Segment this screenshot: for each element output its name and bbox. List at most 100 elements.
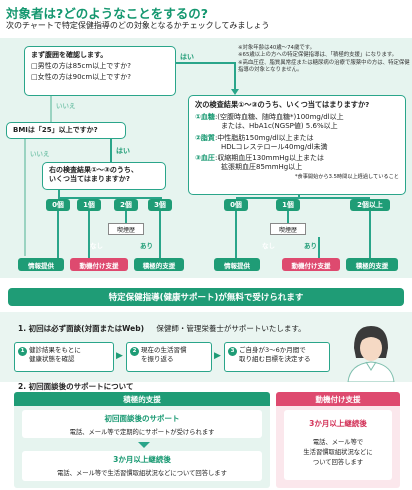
motivation-continuation-text3: ついて回答します xyxy=(312,459,364,466)
section1-heading: 1. 初回は必ず面談(対面またはWeb) 保健師・管理栄養士がサポートいたします… xyxy=(18,323,306,334)
yes-label-1: はい xyxy=(180,53,194,61)
step-2-icon: 2 xyxy=(130,347,139,356)
step-1-icon: 1 xyxy=(18,347,27,356)
ari-label-left: あり xyxy=(140,242,153,250)
criteria-lipid: ②脂質:中性脂肪150mg/dl以上または xyxy=(195,134,399,143)
step-checkup-line2: 健康状態を確認 xyxy=(29,354,75,363)
count-left-3: 3個 xyxy=(148,199,172,211)
line-to-info-left xyxy=(57,211,59,258)
question-tests-box: 次の検査結果①〜③のうち、いくつ当てはまりますか? ①血糖:(空腹時血糖、随時血… xyxy=(188,95,406,195)
question-count-box-left: 右の検査結果①〜③のうち、 いくつ当てはまりますか? xyxy=(42,162,166,190)
result-active-left: 積極的支援 xyxy=(134,258,184,271)
count-branch-line-left xyxy=(58,190,60,198)
count-right-2: 2個以上 xyxy=(350,199,390,211)
criteria-glucose: ①血糖:(空腹時血糖、随時血糖*)100mg/dl以上 xyxy=(195,113,399,122)
result-active-right: 積極的支援 xyxy=(346,258,398,271)
section2-heading: 2. 初回面談後のサポートについて xyxy=(18,382,134,391)
active-continuation-text: 電話、メール等で生活習慣取組状況などについて回答します xyxy=(57,470,227,477)
motivation-continuation-text2: 生活習慣取組状況などに xyxy=(303,449,373,456)
motivation-support-header: 動機付け支援 xyxy=(276,392,400,406)
step-lifestyle-line2: を振り返る xyxy=(141,354,174,363)
page-title: 対象者は?どのようなことをするの? xyxy=(6,6,209,21)
count-left-0: 0個 xyxy=(46,199,70,211)
criteria-glucose-label: ①血糖 xyxy=(195,113,215,122)
question-waist-box: まず腹囲を確認します。 □男性の方は85cm以上ですか? □女性の方は90cm以… xyxy=(24,46,176,96)
step-checkup-line1: 健診結果をもとに xyxy=(29,346,81,354)
no-connector-1 xyxy=(50,96,52,122)
step-lifestyle-line1: 現在の生活習慣 xyxy=(141,346,187,354)
notes-block: ※対象年齢は40歳〜74歳です。 ※65歳以上の方への特定保健指導は、「積極的支… xyxy=(238,45,410,74)
result-motivation-right: 動機付け支援 xyxy=(282,258,340,271)
note-over65: ※65歳以上の方への特定保健指導は、「積極的支援」になります。 xyxy=(238,52,398,59)
count-branch-bar-left xyxy=(58,197,162,199)
criteria-glucose-line1: :(空腹時血糖、随時血糖*)100mg/dl以上 xyxy=(214,113,344,122)
active-first-support-box: 初回面談後のサポート 電話、メール等で定期的にサポートが受けられます xyxy=(22,410,262,438)
step-checkup: 1 健診結果をもとに 健康状態を確認 xyxy=(14,342,114,372)
free-support-banner: 特定保健指導(健康サポート)が無料で受けられます xyxy=(8,288,404,306)
count-branch-bar-right xyxy=(236,197,370,199)
line-to-motivation-left xyxy=(88,211,90,258)
arrow-down-icon xyxy=(231,89,239,95)
motivation-support-header-text: 動機付け支援 xyxy=(315,394,361,404)
line-to-active-right xyxy=(369,211,371,258)
criteria-bp-line1: :収縮期血圧130mmHg以上または xyxy=(214,153,325,162)
yes-connector-2 xyxy=(110,139,112,162)
count-left-2: 2個 xyxy=(114,199,138,211)
nurse-illustration xyxy=(347,326,395,382)
result-motivation-left: 動機付け支援 xyxy=(70,258,128,271)
no-connector-2 xyxy=(24,139,26,256)
active-first-support-text: 電話、メール等で定期的にサポートが受けられます xyxy=(69,429,215,436)
active-support-header-text: 積極的支援 xyxy=(123,394,161,404)
nashi-label-left: なし xyxy=(90,242,103,250)
yes-connector-drop xyxy=(234,62,236,90)
section1-heading-main: 1. 初回は必ず面談(対面またはWeb) xyxy=(18,324,144,333)
count-branch-line-right xyxy=(298,195,300,198)
smoking-connector-left xyxy=(125,211,127,223)
criteria-footnote: *食事開始から3.5時間以上経過していること xyxy=(294,173,399,180)
count-right-0: 0個 xyxy=(224,199,248,211)
step-lifestyle: 2 現在の生活習慣 を振り返る xyxy=(126,342,212,372)
result-info-left: 情報提供 xyxy=(18,258,64,271)
chevron-right-icon: ▶ xyxy=(214,351,221,361)
question-waist-male: □男性の方は85cm以上ですか? xyxy=(31,62,131,71)
section1-heading-sub: 保健師・管理栄養士がサポートいたします。 xyxy=(156,324,306,333)
question-count-line2: いくつ当てはまりますか? xyxy=(49,175,130,184)
note-age: ※対象年齢は40歳〜74歳です。 xyxy=(238,45,315,51)
motivation-continuation-text1: 電話、メール等で xyxy=(312,439,364,446)
line-to-motivation-right xyxy=(318,237,320,258)
active-first-support-title: 初回面談後のサポート xyxy=(104,414,180,423)
arrow-down-icon xyxy=(138,442,150,448)
no-label-1: いいえ xyxy=(56,102,76,110)
page-subtitle: 次のチャートで特定保健指導のどの対象となるかチェックしてみましょう xyxy=(6,21,270,30)
motivation-continuation-box: 3か月以上継続後 電話、メール等で 生活習慣取組状況などに ついて回答します xyxy=(284,410,392,480)
active-continuation-box: 3か月以上継続後 電話、メール等で生活習慣取組状況などについて回答します xyxy=(22,451,262,481)
step-goal-line1: ご自身が3〜6か月間で xyxy=(239,346,306,354)
ari-label-right: あり xyxy=(304,242,317,250)
criteria-glucose-line2: または、HbA1c(NGSP値) 5.6%以上 xyxy=(221,122,338,131)
question-bmi-text: BMIは「25」以上ですか? xyxy=(13,126,98,134)
line-to-active-left xyxy=(159,211,161,258)
criteria-lipid-line1: :中性脂肪150mg/dl以上または xyxy=(214,133,314,142)
smoking-connector-right xyxy=(287,211,289,223)
motivation-continuation-title: 3か月以上継続後 xyxy=(309,419,367,428)
result-info-right: 情報提供 xyxy=(214,258,260,271)
question-bmi-box: BMIは「25」以上ですか? xyxy=(6,122,126,139)
criteria-bp-line2: 拡張期血圧85mmHg以上 xyxy=(221,162,303,171)
free-support-banner-text: 特定保健指導(健康サポート)が無料で受けられます xyxy=(108,293,304,303)
smoking-box-right: 喫煙歴 xyxy=(270,223,306,235)
nashi-label-right: なし xyxy=(262,242,275,250)
question-waist-female: □女性の方は90cm以上ですか? xyxy=(31,73,131,82)
count-left-1: 1個 xyxy=(77,199,101,211)
chevron-right-icon: ▶ xyxy=(116,351,123,361)
no-label-2: いいえ xyxy=(30,150,50,158)
criteria-lipid-label: ②脂質 xyxy=(195,133,215,142)
step-goal: 3 ご自身が3〜6か月間で 取り組む目標を決定する xyxy=(224,342,330,372)
yes-label-2: はい xyxy=(116,147,130,155)
note-medication: ※高血圧症、脂質異常症または糖尿病の治療で服薬中の方は、特定保健指導の対象となり… xyxy=(238,59,410,73)
criteria-bp: ③血圧:収縮期血圧130mmHg以上または xyxy=(195,154,399,163)
count-right-1: 1個 xyxy=(276,199,300,211)
smoking-box-left: 喫煙歴 xyxy=(108,223,144,235)
active-continuation-title: 3か月以上継続後 xyxy=(113,455,171,464)
yes-connector-line xyxy=(176,62,236,64)
step-goal-line2: 取り組む目標を決定する xyxy=(239,354,311,363)
